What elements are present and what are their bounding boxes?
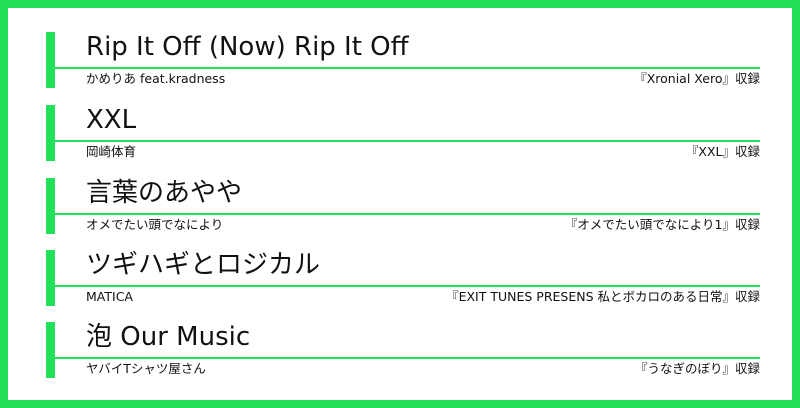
track-album: 『Xronial Xero』収録 [634,71,760,86]
track-album: 『XXL』収録 [685,144,760,159]
divider [55,140,760,142]
track-item: XXL 岡崎体育 『XXL』収録 [46,103,760,163]
track-album: 『オメでたい頭でなにより1』収録 [564,217,760,232]
track-item: 泡 Our Music ヤバイTシャツ屋さん 『うなぎのぼり』収録 [46,320,760,380]
divider [55,357,760,359]
divider [55,285,760,287]
track-item: ツギハギとロジカル MATICA 『EXIT TUNES PRESENS 私とボ… [46,248,760,308]
divider [55,67,760,69]
track-title: 言葉のあやや [86,178,243,208]
accent-bar [46,250,55,306]
track-album: 『うなぎのぼり』収録 [634,361,760,376]
track-artist: オメでたい頭でなにより [86,217,224,232]
accent-bar [46,178,55,234]
track-title: Rip It Off (Now) Rip It Off [86,32,409,62]
accent-bar [46,322,55,378]
track-list-panel: Rip It Off (Now) Rip It Off かめりあ feat.kr… [8,8,792,400]
track-item: Rip It Off (Now) Rip It Off かめりあ feat.kr… [46,30,760,90]
track-album: 『EXIT TUNES PRESENS 私とボカロのある日常』収録 [446,289,760,304]
divider [55,213,760,215]
track-artist: 岡崎体育 [86,144,137,159]
accent-bar [46,32,55,88]
track-artist: かめりあ feat.kradness [86,71,226,86]
track-artist: ヤバイTシャツ屋さん [86,361,206,376]
track-item: 言葉のあやや オメでたい頭でなにより 『オメでたい頭でなにより1』収録 [46,176,760,236]
track-title: XXL [86,105,137,135]
track-title: 泡 Our Music [86,322,251,352]
track-artist: MATICA [86,289,133,304]
accent-bar [46,105,55,161]
track-title: ツギハギとロジカル [86,250,321,280]
